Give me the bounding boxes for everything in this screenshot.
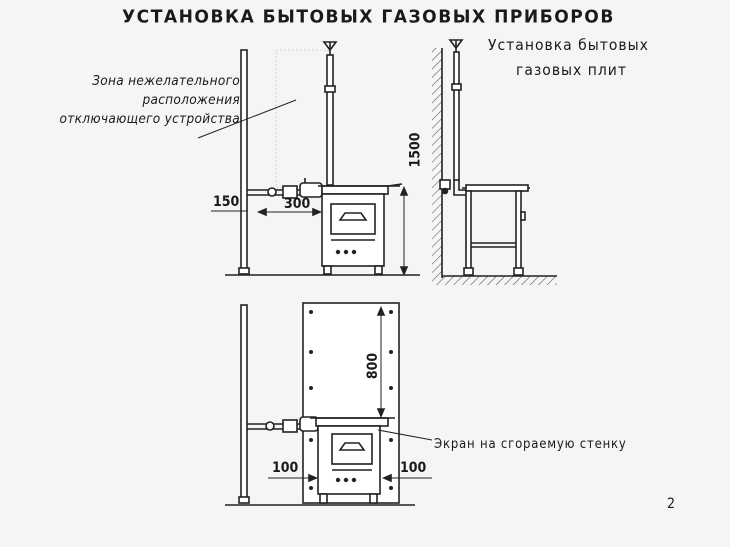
gas-pipe-side <box>453 51 460 181</box>
gas-riser-left <box>240 49 248 273</box>
screen-label: Экран на сгораемую стенку <box>434 437 627 452</box>
dimension-150: 150 <box>213 194 240 210</box>
dimension-1500: 1500 <box>407 132 424 168</box>
subtitle-line-1: Установка бытовых <box>488 36 649 54</box>
undesirable-zone <box>275 49 329 189</box>
top-left-figure <box>197 41 420 277</box>
bottom-figure <box>225 302 433 506</box>
floor-hatch <box>432 276 557 285</box>
dimension-100-left: 100 <box>272 460 299 476</box>
dimension-800: 800 <box>365 352 382 380</box>
dimension-100-right: 100 <box>400 460 427 476</box>
page-title: УСТАНОВКА БЫТОВЫХ ГАЗОВЫХ ПРИБОРОВ <box>122 6 615 28</box>
gas-pipe-vertical <box>326 54 334 186</box>
subtitle-line-2: газовых плит <box>516 61 627 79</box>
dimension-300: 300 <box>284 196 311 212</box>
page-number: 2 <box>667 496 676 512</box>
stove-top <box>321 185 389 195</box>
top-right-figure <box>432 39 557 285</box>
oven-door <box>330 203 376 235</box>
wall-hatch <box>432 48 442 276</box>
zone-label: Зона нежелательного расположения отключа… <box>59 73 240 127</box>
gas-riser-bottom <box>240 304 248 501</box>
